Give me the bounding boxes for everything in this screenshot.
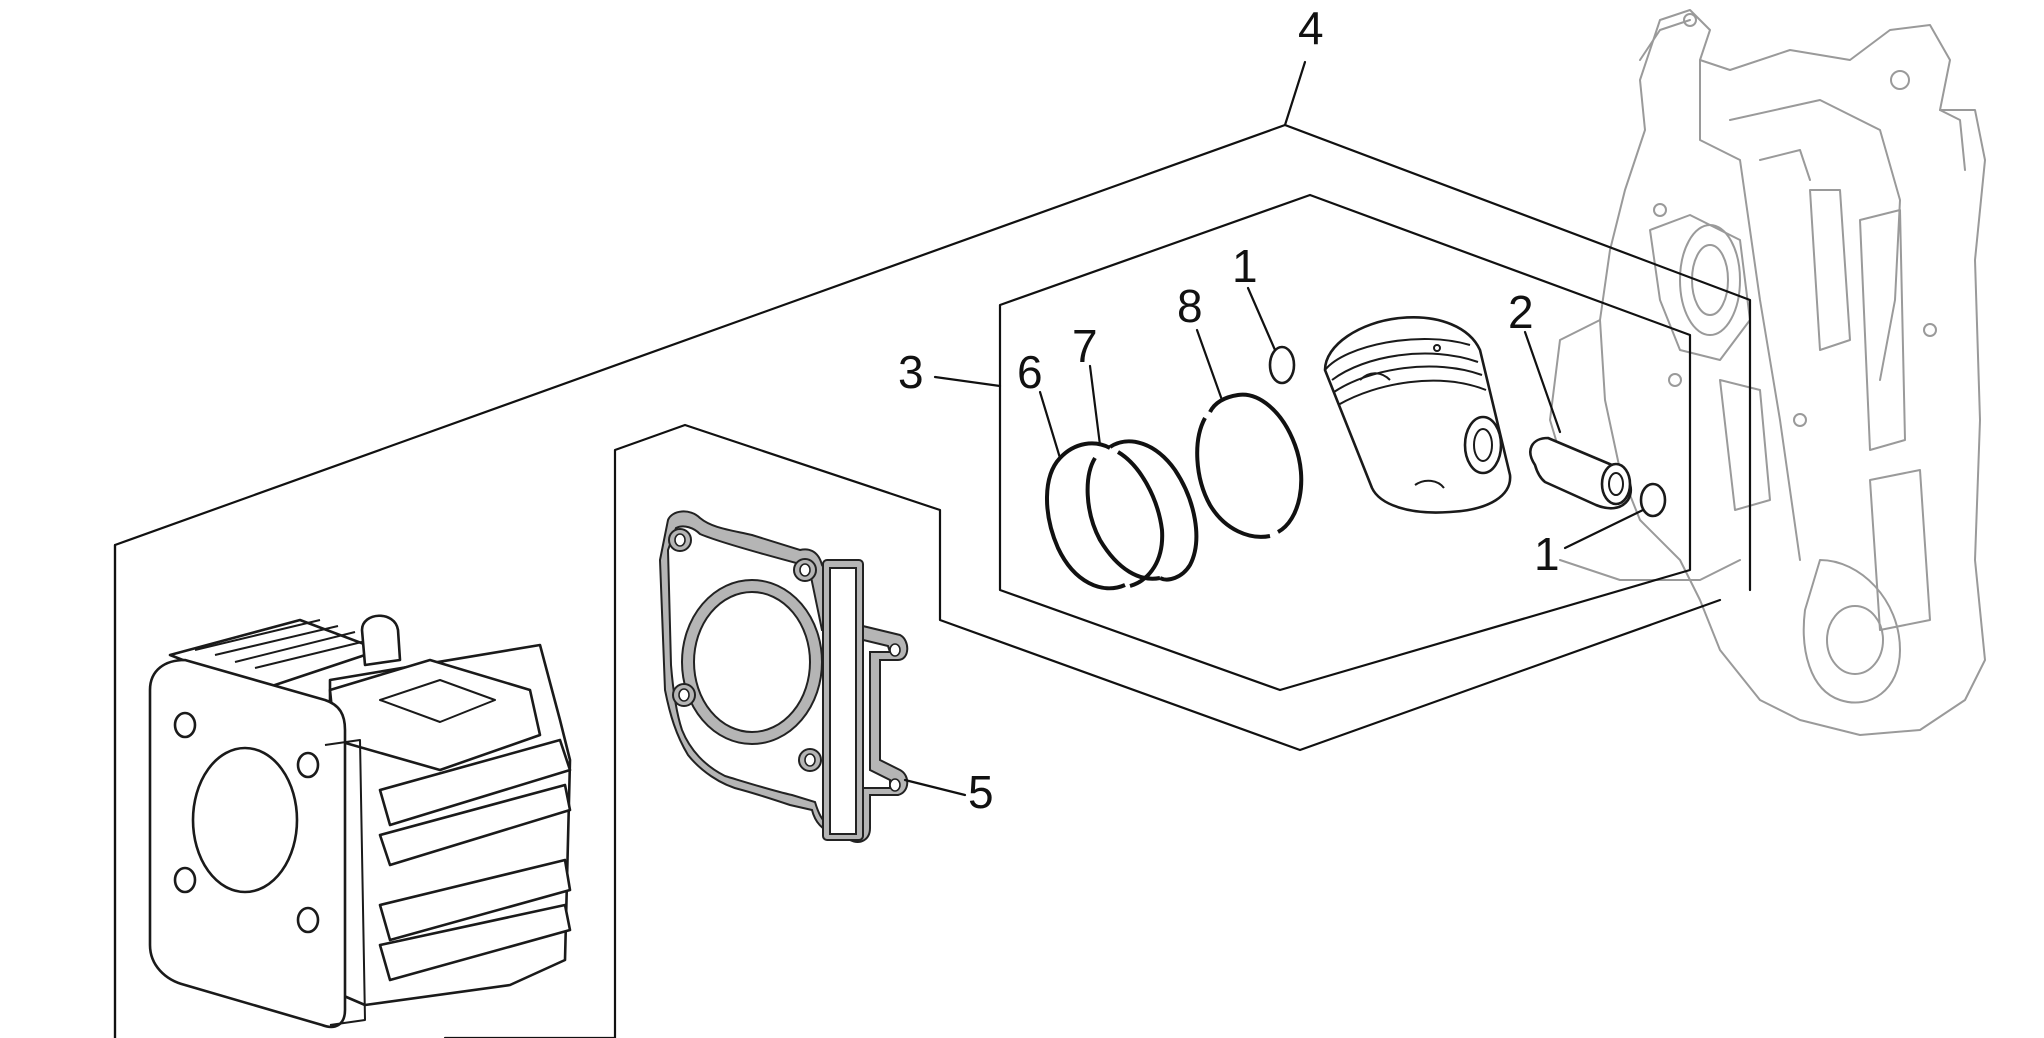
leader-5 [903, 778, 967, 797]
leader-7 [1088, 364, 1102, 447]
leader-8 [1195, 328, 1224, 402]
callout-6: 6 [1017, 346, 1043, 398]
callout-7: 7 [1072, 320, 1098, 372]
piston-ring-6 [1045, 441, 1165, 591]
piston [1323, 316, 1512, 514]
piston-ring-7 [1085, 439, 1199, 582]
callout-1-bottom: 1 [1534, 528, 1560, 580]
cylinder-block [148, 614, 572, 1029]
circlip-bottom [1639, 482, 1667, 518]
leader-1-top [1246, 286, 1277, 352]
leader-6 [1038, 390, 1062, 460]
callout-1-top: 1 [1232, 240, 1258, 292]
callout-2: 2 [1508, 286, 1534, 338]
base-gasket-5 [658, 510, 909, 843]
leader-3 [933, 375, 1002, 388]
piston-pin [1529, 436, 1632, 510]
callout-4: 4 [1298, 2, 1324, 54]
leader-2 [1523, 330, 1562, 434]
gasket-outline-box [443, 423, 1722, 1038]
callout-5: 5 [968, 766, 994, 818]
callout-3: 3 [898, 346, 924, 398]
crankcase-background [1549, 9, 1986, 736]
piston-kit-outline-3 [998, 193, 1692, 692]
callout-8: 8 [1177, 280, 1203, 332]
piston-ring-8 [1195, 392, 1304, 539]
leader-4 [1283, 60, 1307, 127]
leader-1-bottom [1563, 508, 1645, 550]
circlip-top [1268, 345, 1296, 385]
